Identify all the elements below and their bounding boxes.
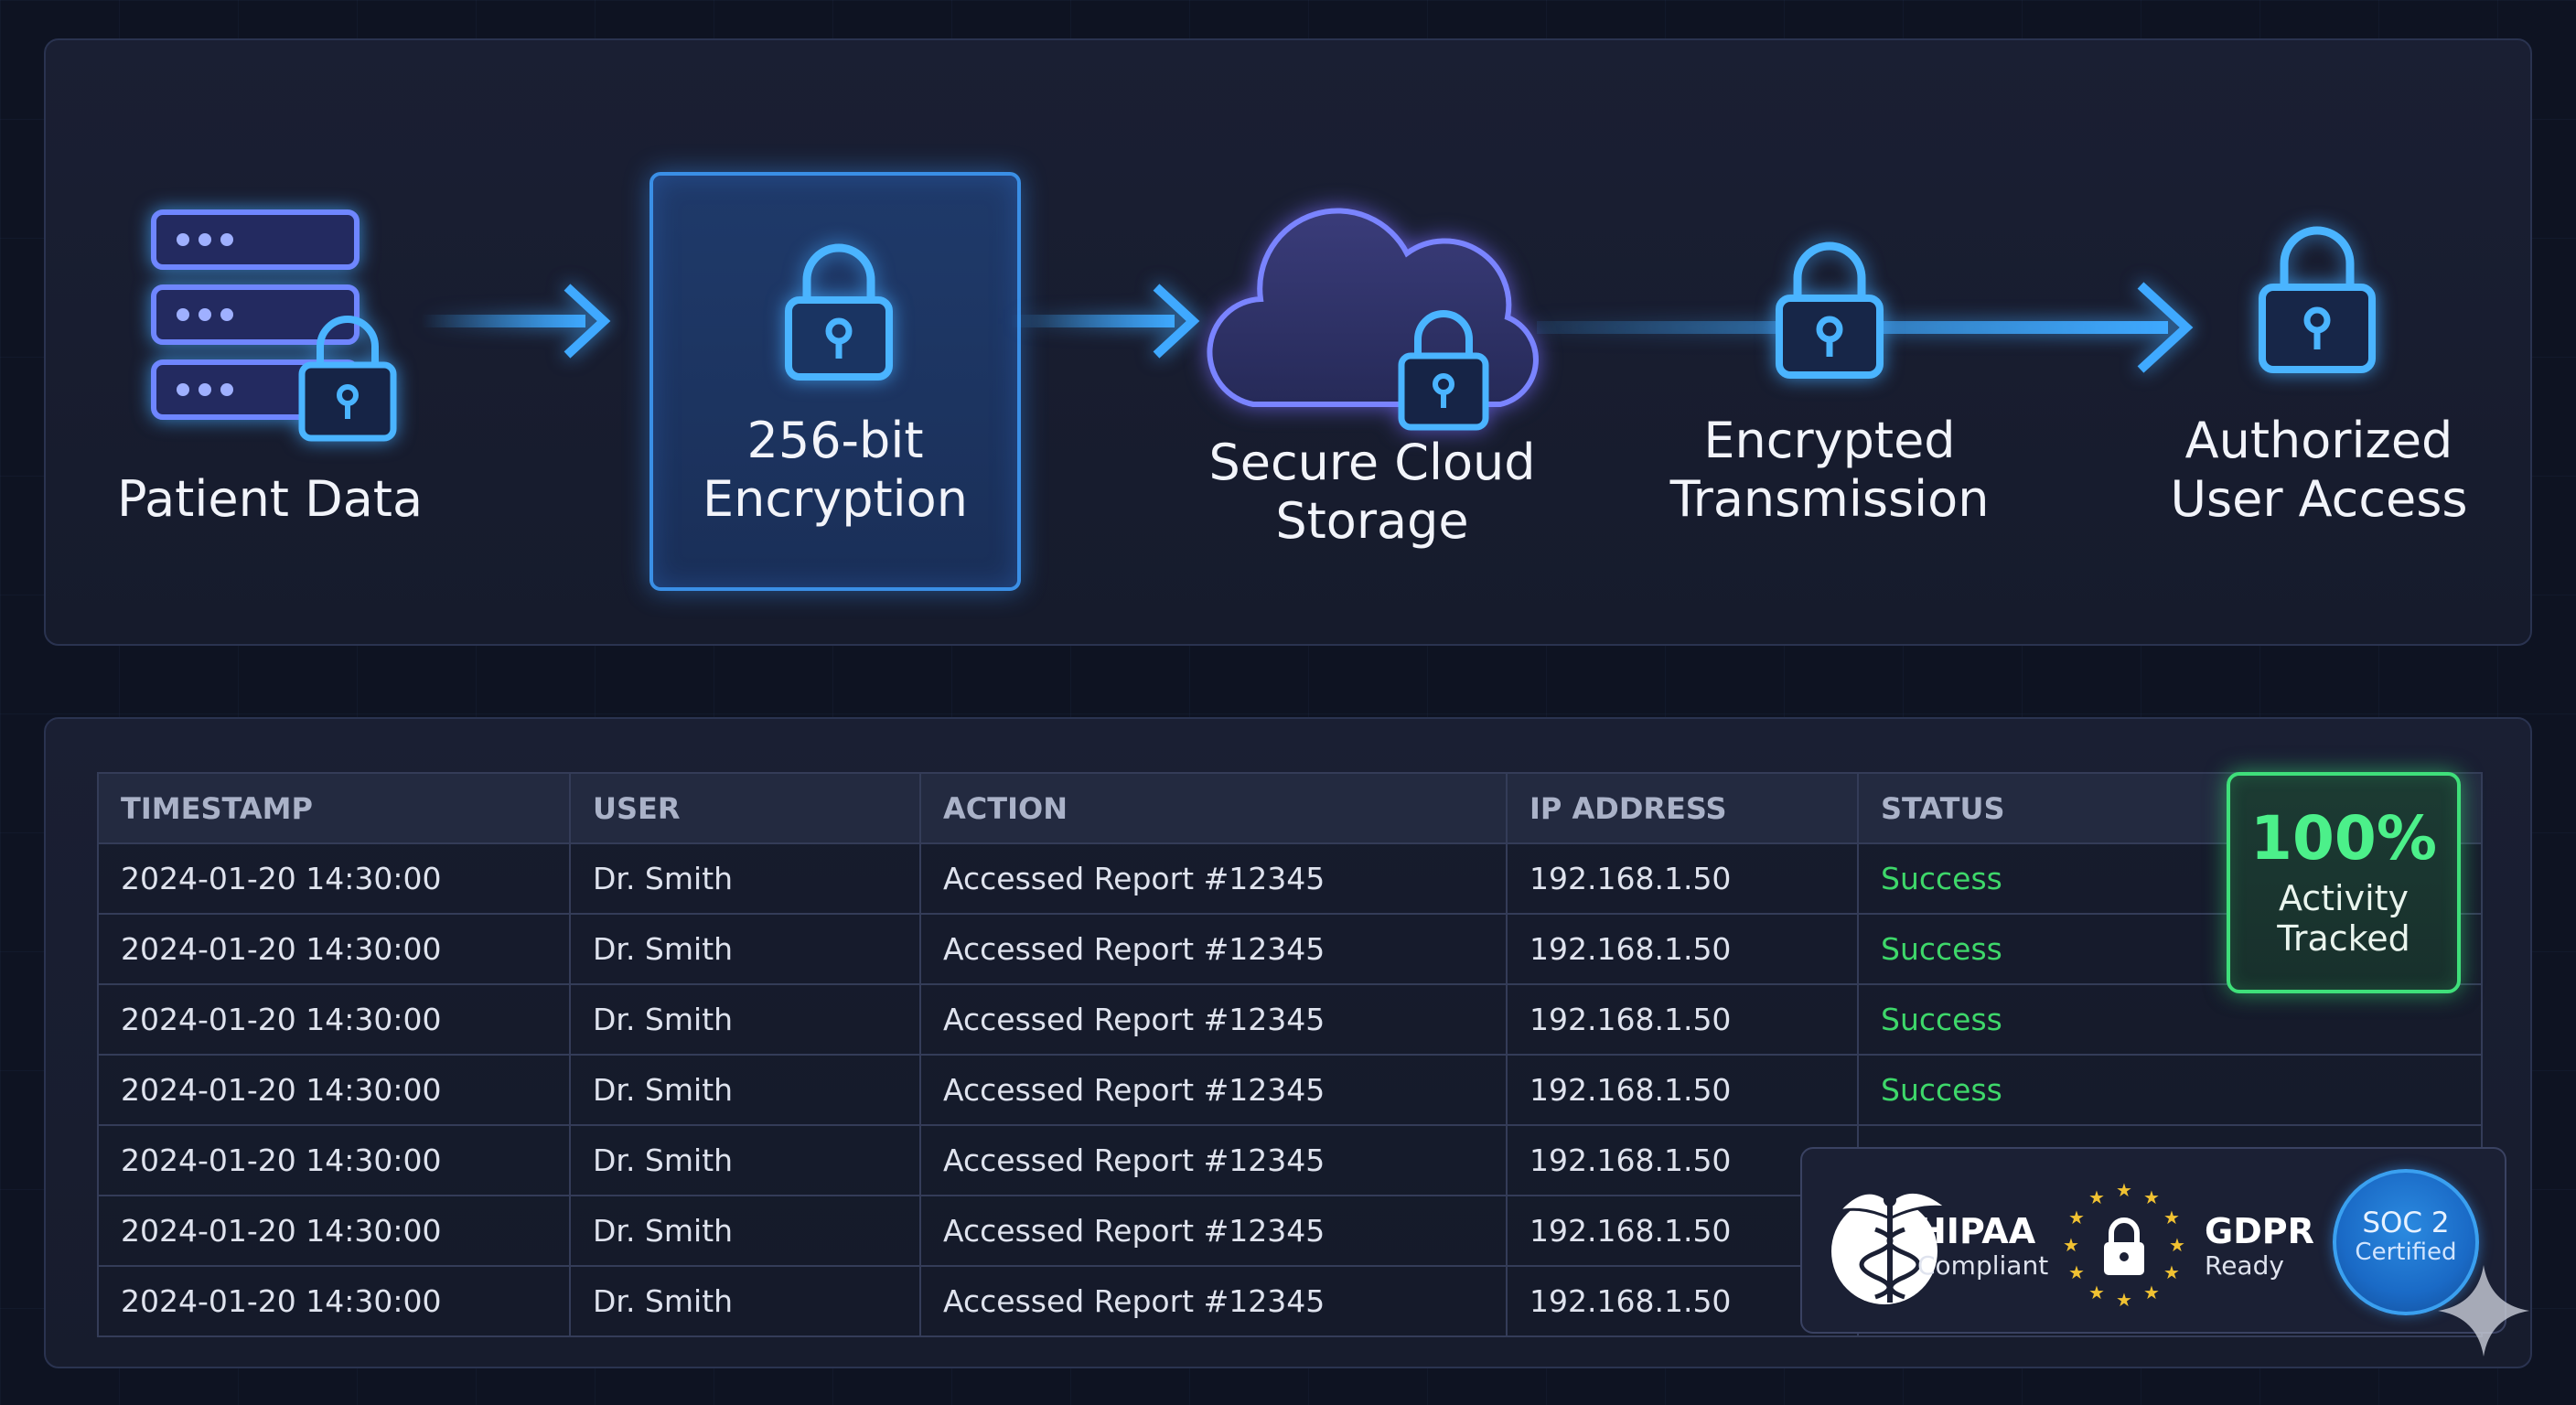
svg-text:★: ★ <box>2163 1207 2180 1228</box>
caduceus-icon <box>1831 1190 1951 1304</box>
encryption-step-card: 256-bit Encryption <box>649 172 1021 591</box>
cell-timestamp: 2024-01-20 14:30:00 <box>97 1054 571 1126</box>
server-lock-icon <box>151 209 397 442</box>
cell-status: Success <box>1857 983 2483 1056</box>
gdpr-title: GDPR <box>2205 1211 2314 1251</box>
cell-action: Accessed Report #12345 <box>919 1054 1508 1126</box>
step-label-authorized-access: Authorized User Access <box>2170 412 2468 528</box>
svg-text:★: ★ <box>2143 1186 2160 1208</box>
cell-ip: 192.168.1.50 <box>1506 842 1859 915</box>
cell-timestamp: 2024-01-20 14:30:00 <box>97 913 571 985</box>
audit-log-table: TIMESTAMP USER ACTION IP ADDRESS STATUS … <box>97 772 2483 1337</box>
tracked-percent: 100% <box>2250 803 2437 874</box>
lock-icon <box>2259 226 2376 373</box>
svg-text:★: ★ <box>2063 1234 2079 1256</box>
soc2-title: SOC 2 <box>2362 1207 2450 1239</box>
table-row: 2024-01-20 14:30:00 Dr. Smith Accessed R… <box>97 1054 2483 1126</box>
cell-ip: 192.168.1.50 <box>1506 913 1859 985</box>
cell-ip: 192.168.1.50 <box>1506 1265 1859 1337</box>
eu-stars-lock-icon: ★★★ ★★★ ★★★ ★★★ <box>2063 1179 2185 1311</box>
compliance-badges: HIPAA Compliant ★★★ ★★★ ★★★ ★★★ GDPR Rea… <box>1800 1147 2506 1334</box>
column-header-ip-address: IP ADDRESS <box>1506 772 1859 844</box>
tracked-label: Activity Tracked <box>2277 878 2410 959</box>
cell-user: Dr. Smith <box>569 913 921 985</box>
cell-ip: 192.168.1.50 <box>1506 1124 1859 1196</box>
column-header-user: USER <box>569 772 921 844</box>
cell-user: Dr. Smith <box>569 983 921 1056</box>
cell-ip: 192.168.1.50 <box>1506 1054 1859 1126</box>
cell-action: Accessed Report #12345 <box>919 842 1508 915</box>
lock-icon <box>785 243 893 381</box>
cell-user: Dr. Smith <box>569 1195 921 1267</box>
table-row: 2024-01-20 14:30:00 Dr. Smith Accessed R… <box>97 913 2483 985</box>
cell-action: Accessed Report #12345 <box>919 1124 1508 1196</box>
svg-text:★: ★ <box>2116 1289 2132 1311</box>
encryption-flow-panel: Patient Data 256-bit Encryption <box>44 38 2532 646</box>
cell-action: Accessed Report #12345 <box>919 913 1508 985</box>
arrow-right-icon <box>421 284 611 359</box>
soc2-sub: Certified <box>2355 1239 2457 1266</box>
cell-timestamp: 2024-01-20 14:30:00 <box>97 983 571 1056</box>
cell-status: Success <box>1857 1054 2483 1126</box>
cell-user: Dr. Smith <box>569 1054 921 1126</box>
svg-text:★: ★ <box>2088 1282 2105 1303</box>
hipaa-sub: Compliant <box>1917 1250 2049 1281</box>
soc2-seal-icon: SOC 2 Certified <box>2333 1169 2479 1315</box>
lock-icon <box>1776 241 1884 379</box>
step-label-cloud-storage: Secure Cloud Storage <box>1208 434 1536 550</box>
svg-text:★: ★ <box>2088 1186 2105 1208</box>
svg-text:★: ★ <box>2163 1261 2180 1283</box>
table-row: 2024-01-20 14:30:00 Dr. Smith Accessed R… <box>97 983 2483 1056</box>
cell-ip: 192.168.1.50 <box>1506 1195 1859 1267</box>
svg-text:★: ★ <box>2068 1261 2085 1283</box>
gdpr-sub: Ready <box>2205 1250 2284 1281</box>
cell-user: Dr. Smith <box>569 842 921 915</box>
cell-action: Accessed Report #12345 <box>919 1195 1508 1267</box>
table-header-row: TIMESTAMP USER ACTION IP ADDRESS STATUS <box>97 772 2483 844</box>
audit-log-panel: TIMESTAMP USER ACTION IP ADDRESS STATUS … <box>44 717 2532 1368</box>
column-header-action: ACTION <box>919 772 1508 844</box>
sparkle-icon <box>2438 1265 2529 1357</box>
arrow-right-icon <box>1010 284 1200 359</box>
cell-action: Accessed Report #12345 <box>919 983 1508 1056</box>
svg-text:★: ★ <box>2116 1179 2132 1201</box>
cell-timestamp: 2024-01-20 14:30:00 <box>97 1124 571 1196</box>
svg-text:★: ★ <box>2169 1234 2185 1256</box>
activity-tracked-badge: 100% Activity Tracked <box>2227 772 2461 993</box>
step-label-patient-data: Patient Data <box>116 470 424 528</box>
cell-timestamp: 2024-01-20 14:30:00 <box>97 842 571 915</box>
cell-ip: 192.168.1.50 <box>1506 983 1859 1056</box>
svg-text:★: ★ <box>2068 1207 2085 1228</box>
cell-user: Dr. Smith <box>569 1124 921 1196</box>
table-row: 2024-01-20 14:30:00 Dr. Smith Accessed R… <box>97 1124 2483 1196</box>
table-row: 2024-01-20 14:30:00 Dr. Smith Accessed R… <box>97 842 2483 915</box>
svg-text:★: ★ <box>2143 1282 2160 1303</box>
cell-timestamp: 2024-01-20 14:30:00 <box>97 1195 571 1267</box>
cell-user: Dr. Smith <box>569 1265 921 1337</box>
step-label-transmission: Encrypted Transmission <box>1669 412 1990 528</box>
column-header-timestamp: TIMESTAMP <box>97 772 571 844</box>
cloud-lock-icon <box>1207 208 1539 431</box>
cell-timestamp: 2024-01-20 14:30:00 <box>97 1265 571 1337</box>
cell-action: Accessed Report #12345 <box>919 1265 1508 1337</box>
step-label-encryption: 256-bit Encryption <box>703 412 968 528</box>
hipaa-title: HIPAA <box>1917 1211 2036 1251</box>
